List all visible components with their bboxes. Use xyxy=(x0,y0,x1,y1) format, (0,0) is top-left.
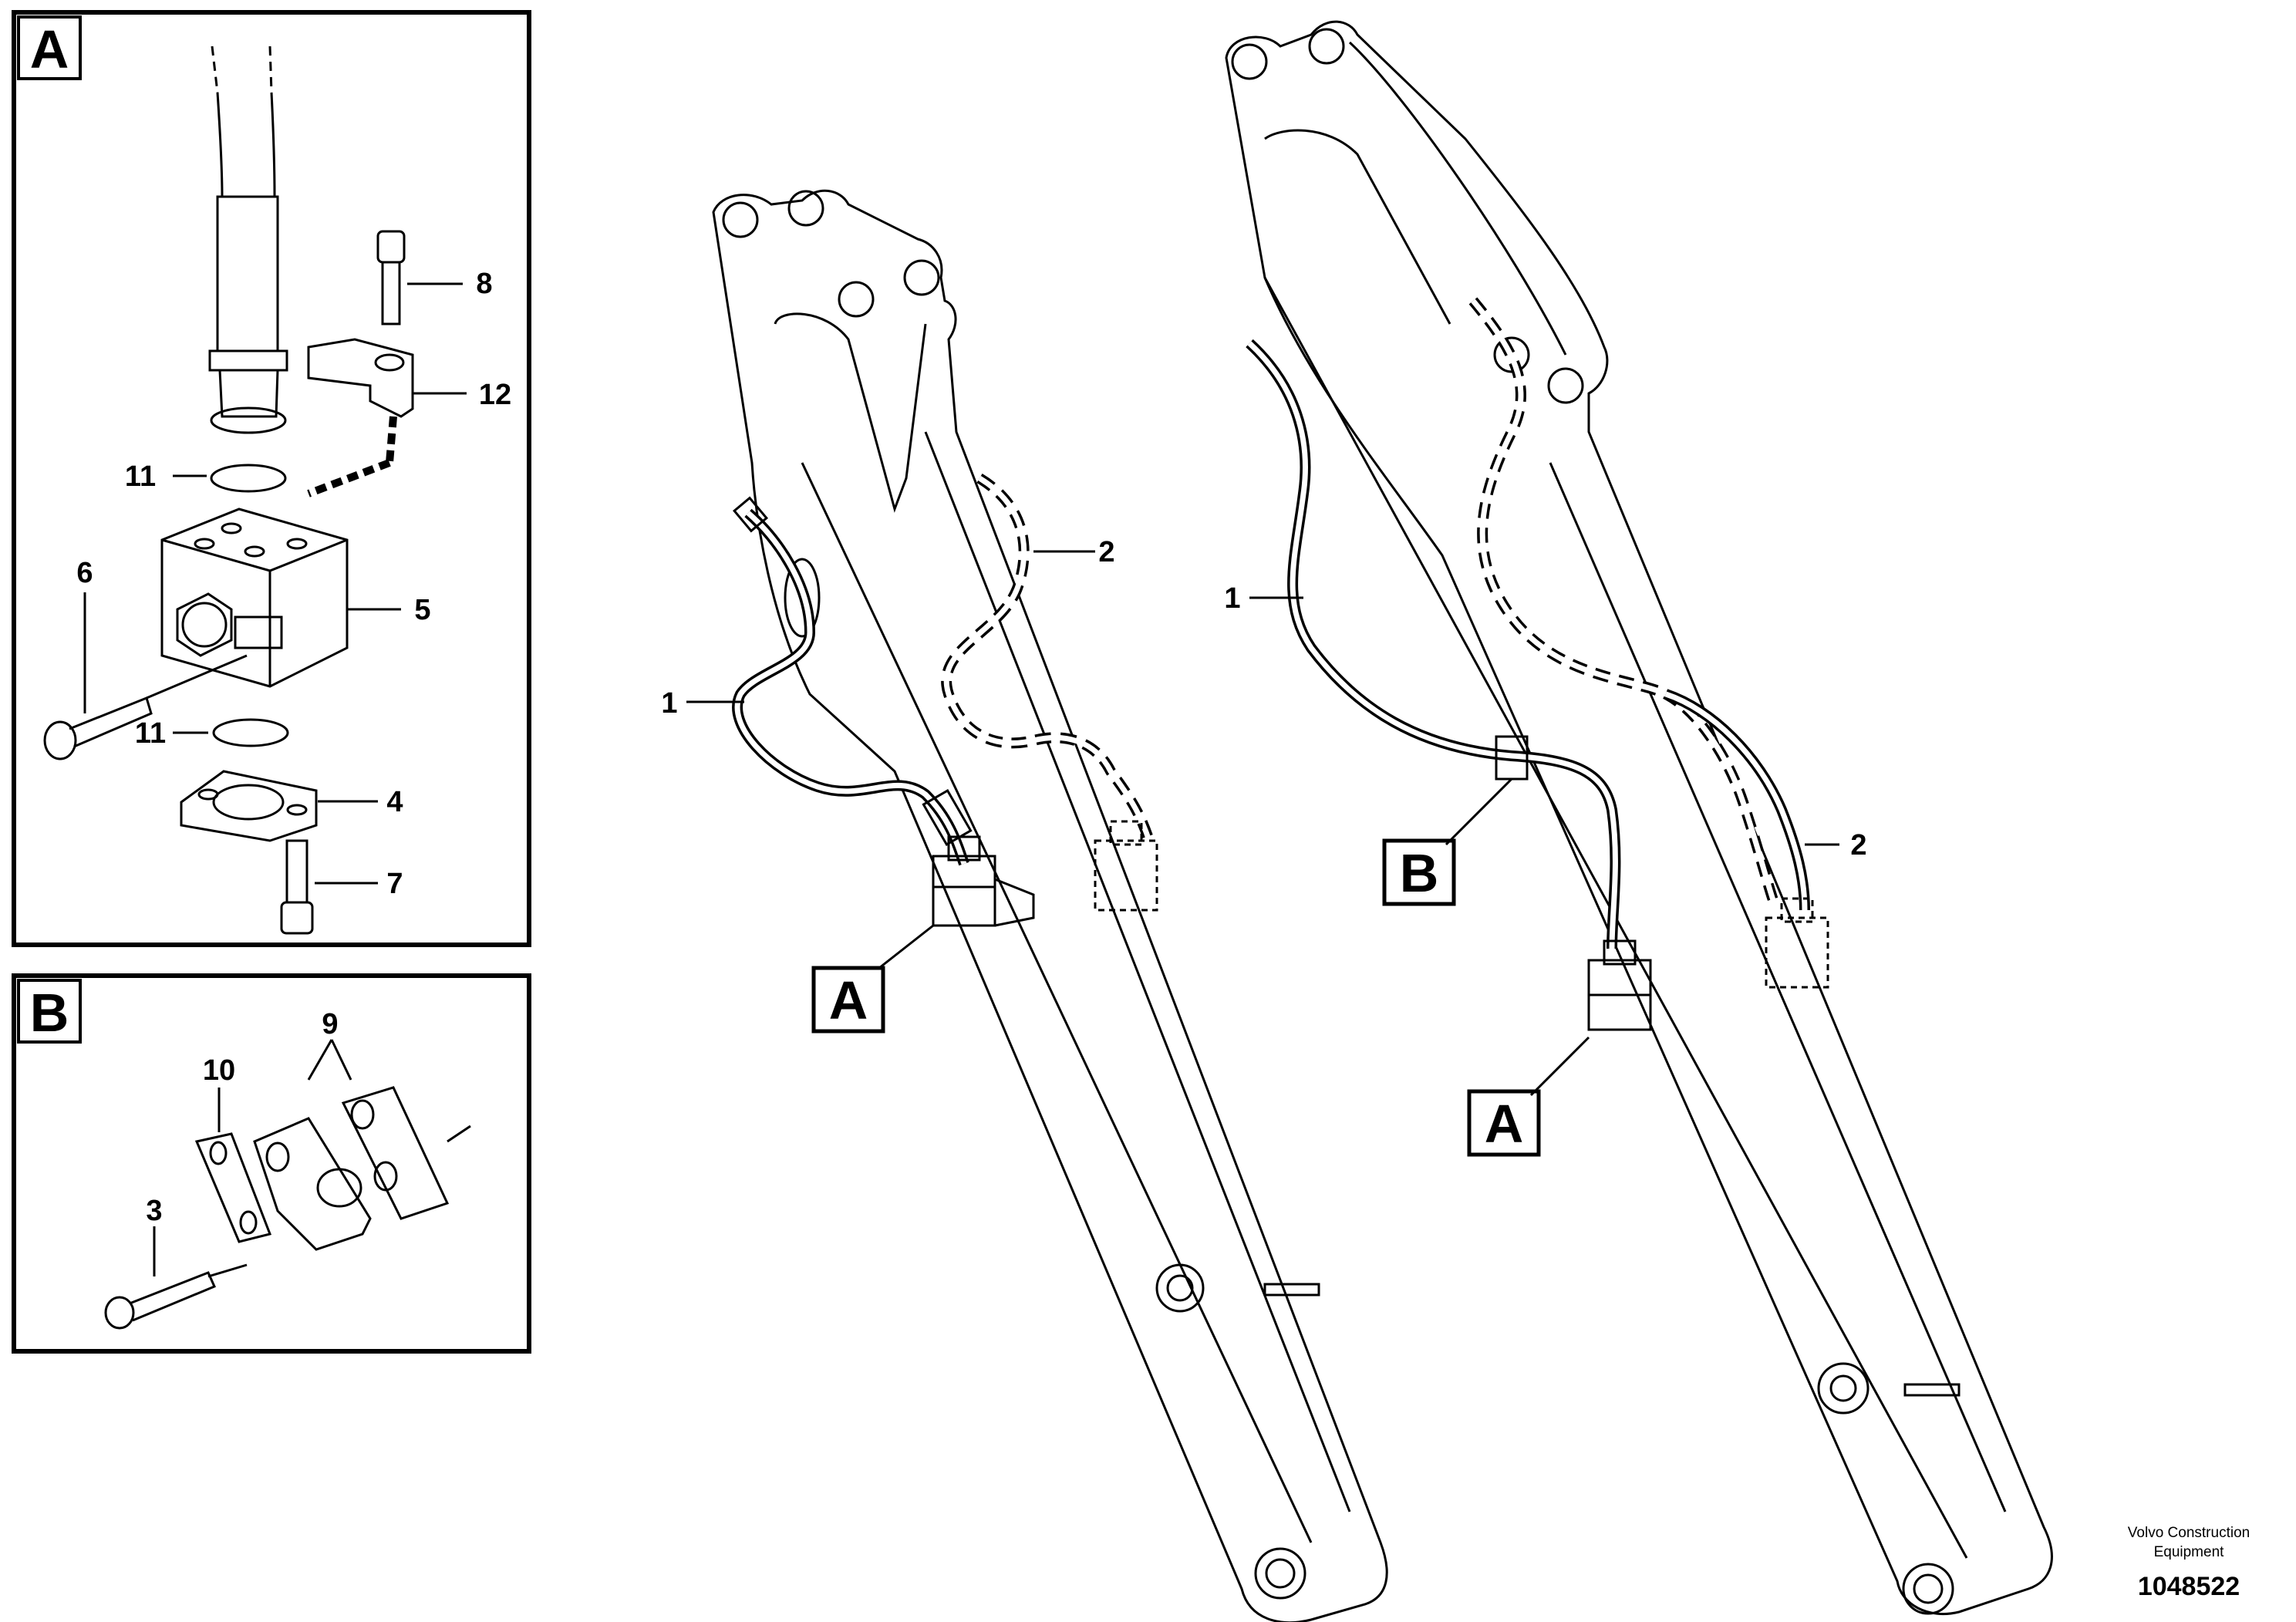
callout-a-5: 5 xyxy=(414,594,430,626)
o-ring-lower xyxy=(212,718,289,747)
valve-block-5 xyxy=(160,508,349,688)
left-detail-a-box xyxy=(811,966,885,1034)
flange-4 xyxy=(180,770,318,842)
callout-a-11-lower: 11 xyxy=(135,717,166,750)
callout-a-11-upper: 11 xyxy=(125,460,156,493)
left-boom-top-pin xyxy=(722,201,759,238)
right-detail-a-box xyxy=(1467,1089,1541,1157)
callout-a-6: 6 xyxy=(76,557,93,589)
inset-a: A xyxy=(12,10,531,947)
clamp-12 xyxy=(307,338,414,497)
callout-b-3: 3 xyxy=(146,1195,162,1227)
right-callout-2: 2 xyxy=(1850,829,1866,862)
bolt-8 xyxy=(376,230,406,325)
inset-a-frame xyxy=(12,10,531,947)
bolt-6 xyxy=(43,654,248,760)
footer-company-line1: Volvo Construction xyxy=(2128,1525,2250,1541)
right-boom-outline xyxy=(1225,20,2053,1616)
left-valve-dashed xyxy=(1094,820,1158,912)
inset-b-frame xyxy=(12,973,531,1354)
inset-b: B xyxy=(12,973,531,1354)
callout-a-12: 12 xyxy=(479,379,511,411)
right-boom-bottom-pin xyxy=(1902,1563,1954,1615)
callout-b-9: 9 xyxy=(322,1008,338,1040)
left-callout-1: 1 xyxy=(661,687,677,720)
bolt-7 xyxy=(280,839,314,935)
hose-end-fitting xyxy=(208,46,288,434)
callout-a-7: 7 xyxy=(386,868,403,900)
plate-10 xyxy=(194,1132,272,1243)
callout-a-8: 8 xyxy=(476,268,492,300)
right-detail-a-letter: A xyxy=(1485,1094,1524,1154)
left-boom-hoses xyxy=(732,473,1158,927)
right-boom-hoses xyxy=(1246,297,1829,1031)
right-valve-a xyxy=(1587,939,1652,1031)
right-boom-mid-pin xyxy=(1817,1362,1870,1415)
right-detail-b-letter: B xyxy=(1400,843,1439,903)
right-boom-top-pin xyxy=(1231,43,1268,80)
clamp-half-9a xyxy=(253,1117,372,1251)
clamp-half-9b xyxy=(341,1086,450,1220)
footer-drawing-number: 1048522 xyxy=(2138,1572,2240,1601)
inset-b-tag xyxy=(17,979,82,1044)
bolt-3-head xyxy=(104,1296,135,1330)
left-boom xyxy=(712,189,1388,1622)
callout-b-10: 10 xyxy=(203,1054,235,1087)
right-detail-b-box xyxy=(1382,838,1456,906)
left-boom-bottom-pin xyxy=(1254,1547,1306,1600)
left-boom-outline xyxy=(712,189,1388,1622)
o-ring-upper xyxy=(210,464,287,493)
right-callout-1: 1 xyxy=(1224,582,1240,615)
right-valve-dashed xyxy=(1765,897,1829,989)
inset-a-letter: A xyxy=(30,19,69,79)
bolt-3-shank xyxy=(129,1271,216,1322)
inset-a-tag xyxy=(17,15,82,80)
left-callout-2: 2 xyxy=(1098,536,1114,568)
inset-b-letter: B xyxy=(30,983,69,1043)
callout-a-4: 4 xyxy=(386,786,403,818)
left-boom-mid-pin xyxy=(1155,1263,1205,1313)
right-boom xyxy=(1225,20,2053,1616)
left-valve-a xyxy=(932,835,996,927)
left-detail-a-letter: A xyxy=(829,970,868,1030)
footer-company-line2: Equipment xyxy=(2154,1544,2225,1560)
